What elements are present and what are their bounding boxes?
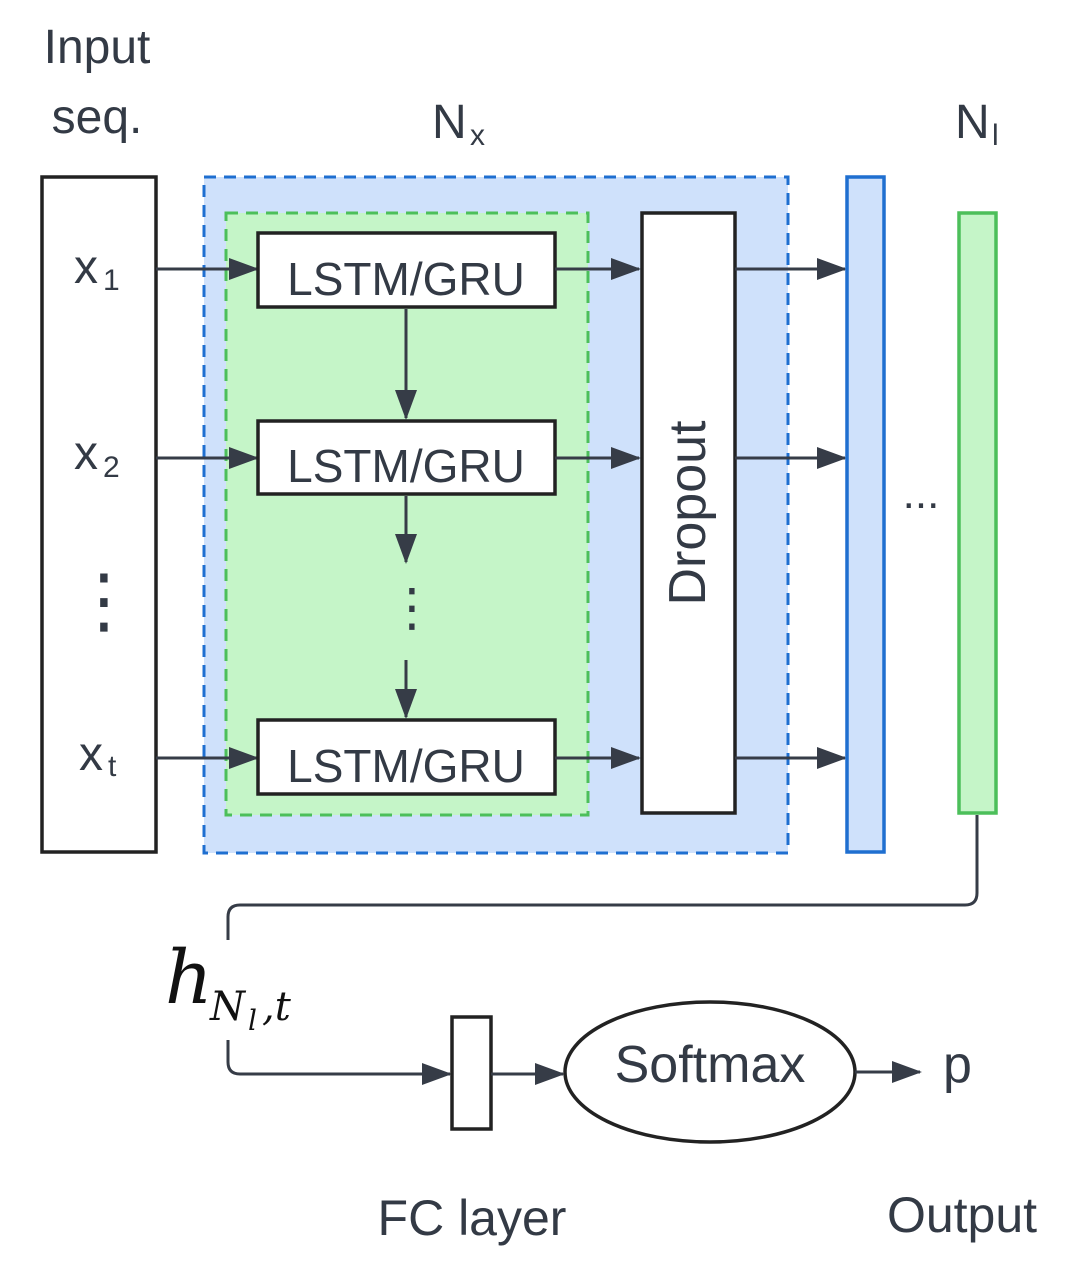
- hidden-state-main: h: [165, 935, 213, 1021]
- layer-output-bar: [845, 175, 886, 854]
- input-x1: x 1: [74, 241, 120, 297]
- input-xt: x t: [79, 728, 117, 783]
- output-caption: Output: [887, 1187, 1037, 1243]
- input-x2: x 2: [74, 427, 120, 484]
- output-symbol: p: [943, 1036, 972, 1094]
- input-x2-sub: 2: [103, 451, 120, 484]
- lstm-gru-cell-1: LSTM/GRU: [256, 231, 557, 309]
- input-x1-sub: 1: [103, 264, 120, 297]
- lstm-gru-cell-2-label: LSTM/GRU: [287, 440, 525, 492]
- fc-layer-box: [450, 1015, 493, 1131]
- input-x2-main: x: [74, 427, 98, 480]
- input-xt-sub: t: [108, 750, 117, 783]
- hidden-state-label: h N l ,t: [165, 935, 292, 1037]
- softmax-label: Softmax: [615, 1036, 806, 1094]
- hidden-state-sub-l: l: [248, 1004, 257, 1037]
- input-xt-main: x: [79, 728, 103, 781]
- nl-label-sub: l: [992, 119, 999, 152]
- nx-label-sub: x: [470, 119, 485, 152]
- hidden-state-connector: [226, 815, 979, 940]
- hidden-state-sub-n: N: [209, 984, 247, 1030]
- lstm-gru-cell-2: LSTM/GRU: [256, 419, 557, 496]
- lstm-gru-cell-1-label: LSTM/GRU: [287, 253, 525, 305]
- nl-label: N l: [955, 96, 999, 152]
- nx-label-main: N: [432, 96, 467, 149]
- input-seq-title-2: seq.: [52, 91, 143, 144]
- layer-ellipsis: ...: [903, 469, 940, 518]
- dropout-box: Dropout: [640, 211, 737, 815]
- final-layer-bar: [957, 211, 998, 815]
- nl-label-main: N: [955, 96, 990, 149]
- arrow-hidden-to-fc: [226, 1040, 452, 1085]
- cell-ellipsis: ⋮: [386, 579, 438, 637]
- lstm-gru-cell-t-label: LSTM/GRU: [287, 740, 525, 792]
- fc-layer-caption: FC layer: [378, 1190, 567, 1246]
- input-ellipsis: ⋮: [68, 561, 140, 641]
- input-x1-main: x: [74, 241, 98, 294]
- lstm-gru-cell-t: LSTM/GRU: [256, 718, 557, 796]
- dropout-label: Dropout: [659, 420, 717, 606]
- nx-label: N x: [432, 96, 485, 152]
- hidden-state-sub-t: ,t: [262, 984, 292, 1030]
- input-seq-title: Input: [44, 21, 151, 74]
- input-sequence-box: [40, 175, 158, 854]
- softmax-node: Softmax: [563, 1000, 857, 1144]
